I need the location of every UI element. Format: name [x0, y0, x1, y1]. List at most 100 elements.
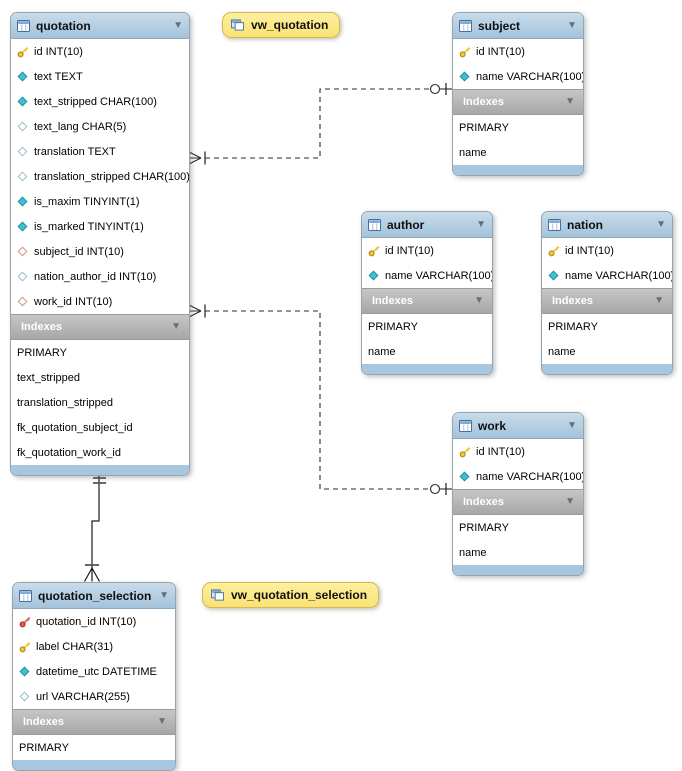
column-row[interactable]: quotation_id INT(10): [13, 609, 175, 634]
column-row[interactable]: label CHAR(31): [13, 634, 175, 659]
table-icon: [459, 419, 472, 432]
index-row[interactable]: PRIMARY: [13, 735, 175, 760]
table-header[interactable]: work▼: [453, 413, 583, 439]
index-row[interactable]: PRIMARY: [362, 314, 492, 339]
collapse-arrow-icon[interactable]: ▼: [159, 589, 169, 601]
column-row[interactable]: id INT(10): [11, 39, 189, 64]
column-row[interactable]: text_stripped CHAR(100): [11, 89, 189, 114]
relationship-quotation-quotation-selection[interactable]: [83, 472, 107, 582]
column-row[interactable]: name VARCHAR(100): [542, 263, 672, 288]
table-quotation[interactable]: quotation▼id INT(10) text TEXT text_stripp…: [10, 12, 190, 476]
table-header[interactable]: quotation_selection ▼: [13, 583, 175, 609]
table-header[interactable]: author▼: [362, 212, 492, 238]
index-label: name: [459, 546, 487, 559]
table-work[interactable]: work▼id INT(10)name VARCHAR(100)Indexes▼…: [452, 412, 584, 576]
collapse-arrow-icon[interactable]: ▼: [157, 716, 167, 727]
collapse-arrow-icon[interactable]: ▼: [565, 96, 575, 107]
indexes-header[interactable]: Indexes ▼: [362, 288, 492, 314]
table-nation[interactable]: nation▼id INT(10)name VARCHAR(100)Indexe…: [541, 211, 673, 375]
column-row[interactable]: is_marked TINYINT(1): [11, 214, 189, 239]
column-label: is_marked TINYINT(1): [34, 220, 144, 233]
column-row[interactable]: name VARCHAR(100): [362, 263, 492, 288]
index-row[interactable]: fk_quotation_subject_id: [11, 415, 189, 440]
index-row[interactable]: PRIMARY: [11, 340, 189, 365]
column-row[interactable]: name VARCHAR(100): [453, 64, 583, 89]
column-label: translation TEXT: [34, 145, 116, 158]
index-row[interactable]: PRIMARY: [453, 515, 583, 540]
collapse-arrow-icon[interactable]: ▼: [565, 496, 575, 507]
collapse-arrow-icon[interactable]: ▼: [171, 321, 181, 332]
column-label: text_stripped CHAR(100): [34, 95, 157, 108]
indexes-header[interactable]: Indexes▼: [11, 314, 189, 340]
index-row[interactable]: name: [453, 140, 583, 165]
collapse-arrow-icon[interactable]: ▼: [656, 218, 666, 230]
column-row[interactable]: translation_stripped CHAR(100): [11, 164, 189, 189]
index-row[interactable]: name: [362, 339, 492, 364]
collapse-arrow-icon[interactable]: ▼: [567, 419, 577, 431]
table-quotation_selection[interactable]: quotation_selection ▼ quotation_id INT(10)…: [12, 582, 176, 771]
column-label: text TEXT: [34, 70, 83, 83]
column-notnull-icon: [16, 96, 29, 108]
index-row[interactable]: name: [453, 540, 583, 565]
index-row[interactable]: PRIMARY: [542, 314, 672, 339]
column-row[interactable]: datetime_utc DATETIME: [13, 659, 175, 684]
indexes-header[interactable]: Indexes▼: [453, 89, 583, 115]
column-notnull-icon: [18, 666, 31, 678]
column-row[interactable]: text_lang CHAR(5): [11, 114, 189, 139]
column-label: nation_author_id INT(10): [34, 270, 157, 283]
column-label: work_id INT(10): [34, 295, 113, 308]
column-row[interactable]: is_maxim TINYINT(1): [11, 189, 189, 214]
collapse-arrow-icon[interactable]: ▼: [474, 295, 484, 306]
column-nullable-icon: [16, 121, 29, 133]
column-label: translation_stripped CHAR(100): [34, 170, 190, 183]
indexes-header[interactable]: Indexes▼: [453, 489, 583, 515]
column-label: id INT(10): [385, 244, 434, 257]
column-row[interactable]: text TEXT: [11, 64, 189, 89]
double-bar-icon: [93, 477, 106, 484]
table-subject[interactable]: subject▼ id INT(10) name VARCHAR(100)Index…: [452, 12, 584, 176]
index-label: PRIMARY: [17, 346, 67, 359]
indexes-header[interactable]: Indexes▼: [542, 288, 672, 314]
table-header[interactable]: subject▼: [453, 13, 583, 39]
collapse-arrow-icon[interactable]: ▼: [567, 19, 577, 31]
index-row[interactable]: PRIMARY: [453, 115, 583, 140]
table-author[interactable]: author▼id INT(10)name VARCHAR(100)Indexe…: [361, 211, 493, 375]
table-header[interactable]: nation▼: [542, 212, 672, 238]
column-notnull-icon: [16, 221, 29, 233]
relationship-quotation-work[interactable]: [187, 304, 452, 496]
table-title: quotation_selection: [38, 588, 152, 603]
column-row[interactable]: name VARCHAR(100): [453, 464, 583, 489]
table-footer: [11, 465, 189, 475]
index-row[interactable]: translation_stripped: [11, 390, 189, 415]
table-footer: [453, 165, 583, 175]
column-row[interactable]: subject_id INT(10): [11, 239, 189, 264]
indexes-header[interactable]: Indexes▼: [13, 709, 175, 735]
column-row[interactable]: work_id INT(10): [11, 289, 189, 314]
column-label: id INT(10): [476, 45, 525, 58]
index-row[interactable]: name: [542, 339, 672, 364]
relationship-quotation-subject[interactable]: [187, 83, 452, 165]
table-icon: [548, 218, 561, 231]
index-row[interactable]: text_stripped: [11, 365, 189, 390]
table-header[interactable]: quotation▼: [11, 13, 189, 39]
collapse-arrow-icon[interactable]: ▼: [173, 19, 183, 31]
column-row[interactable]: id INT(10): [453, 439, 583, 464]
collapse-arrow-icon[interactable]: ▼: [654, 295, 664, 306]
column-row[interactable]: nation_author_id INT(10): [11, 264, 189, 289]
foreign-key-icon: [16, 296, 29, 308]
column-row[interactable]: id INT(10): [542, 238, 672, 263]
index-row[interactable]: fk_quotation_work_id: [11, 440, 189, 465]
column-row[interactable]: url VARCHAR(255): [13, 684, 175, 709]
indexes-header-label: Indexes: [372, 295, 413, 307]
collapse-arrow-icon[interactable]: ▼: [476, 218, 486, 230]
view-vw_quotation_selection[interactable]: vw_quotation_selection: [202, 582, 380, 608]
index-label: name: [368, 345, 396, 358]
column-row[interactable]: id INT(10): [362, 238, 492, 263]
column-notnull-icon: [458, 71, 471, 83]
column-row[interactable]: translation TEXT: [11, 139, 189, 164]
view-vw_quotation[interactable]: vw_quotation: [222, 12, 341, 38]
column-row[interactable]: id INT(10): [453, 39, 583, 64]
column-label: is_maxim TINYINT(1): [34, 195, 140, 208]
crow-foot-many-icon: [187, 304, 202, 318]
